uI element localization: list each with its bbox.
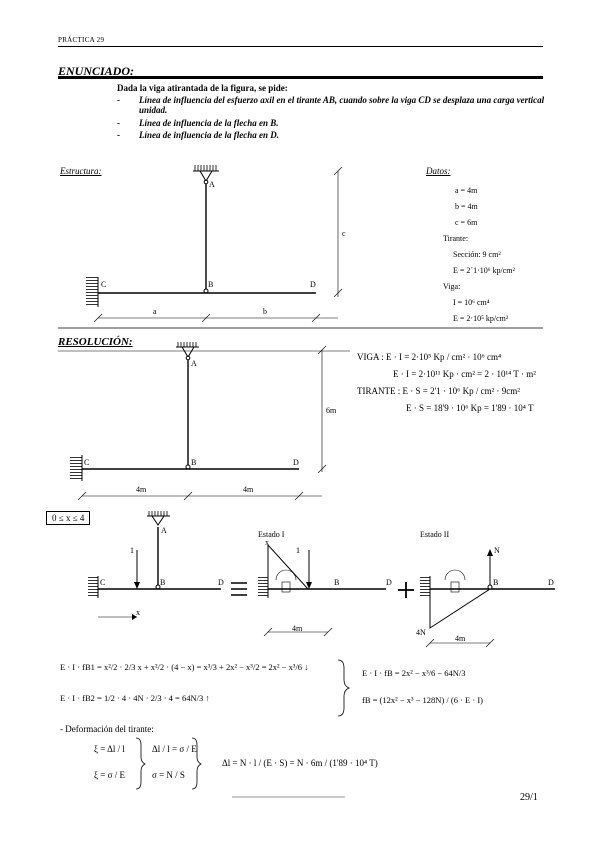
datos-line: E = 2·10⁵ kp/cm² [453,314,509,323]
n-label: N [494,546,500,555]
point-d-label: D [310,280,316,289]
case-estado-1 [258,543,414,637]
eq-viga-2: E · I = 2·10¹¹ Kp · cm² = 2 · 10¹⁴ T · m… [393,369,536,379]
eq-viga-1: VIGA : E · I = 2·10⁵ Kp / cm² · 10⁶ cm⁴ [357,352,502,362]
e1-length: 4m [292,624,303,633]
e2-length: 4m [455,634,466,643]
x-label-e1: x [265,538,269,547]
e1-point-d: D [386,578,392,587]
datos-line: E = 2´1·10⁶ kp/cm² [453,266,515,275]
res-span1: 4m [136,485,147,494]
res-point-d: D [293,458,299,467]
point-b-label: B [208,280,214,289]
datos-line: Sección: 9 cm² [453,250,501,259]
enunciado-text: Dada la viga atirantada de la figura, se… [117,83,547,142]
eq-strain-2: ξ = σ / E [94,770,125,780]
case-point-b: B [160,578,166,587]
load-label-e1: 1 [296,546,300,555]
datos-line: a = 4m [455,186,478,195]
eq-stress: σ = N / S [152,770,185,780]
enunciado-item: Línea de influencia del esfuerzo axil en… [117,95,547,116]
res-height: 6m [326,406,337,415]
case-point-a: A [161,526,167,535]
deform-title: - Deformación del tirante: [60,724,154,734]
point-c-label: C [101,280,107,289]
e1-point-b: B [334,578,340,587]
eq-fb1: E · I · fB1 = x²/2 · 2/3 x + x²/2 · (4 −… [60,662,309,672]
dim-a-label: a [153,307,157,316]
datos-line: I = 10⁶ cm⁴ [453,298,490,307]
load-label: 1 [130,546,134,555]
enunciado-title: ENUNCIADO: [58,64,135,78]
resolucion-title: RESOLUCIÓN: [58,336,133,348]
eq-hooke: Δl / l = σ / E [152,744,197,754]
datos-line: Tirante: [443,234,469,243]
datos-line: b = 4m [455,202,478,211]
datos-line: c = 6m [455,218,478,227]
header-rule [58,46,543,47]
eq-fb2: E · I · fB2 = 1/2 · 4 · 4N · 2/3 · 4 = 6… [60,693,210,703]
enunciado-items: Línea de influencia del esfuerzo axil en… [117,95,547,141]
res-point-a: A [191,359,197,368]
datos-line: Viga: [443,282,461,291]
eq-tirante-1: TIRANTE : E · S = 2'1 · 10⁶ Kp / cm² · 9… [357,386,520,396]
e2-point-b: B [493,578,499,587]
case-left [88,511,247,620]
structure-diagram [86,165,343,323]
eq-fb: E · I · fB = 2x² − x³/6 − 64N/3 [362,668,466,678]
point-a-label: A [209,180,215,189]
practice-header: PRÁCTICA 29 [58,36,105,44]
dim-c-label: c [342,229,346,238]
res-point-b: B [191,458,197,467]
enunciado-rule [58,76,543,79]
case-point-d: D [218,578,224,587]
eq-elongation: Δl = N · l / (E · S) = N · 6m / (1'89 · … [222,758,378,768]
structure-label: Estructura: [60,166,102,176]
range-box: 0 ≤ x ≤ 4 [46,511,91,525]
eq-fb-result: fB = (12x² − x³ − 128N) / (6 · E · I) [362,695,483,705]
eq-strain-1: ξ = Δl / l [94,744,125,754]
x-label: x [136,608,140,617]
e2-point-d: D [548,578,554,587]
enunciado-item: Línea de influencia de la flecha en D. [117,130,547,141]
enunciado-intro: Dada la viga atirantada de la figura, se… [117,83,288,93]
datos-label: Datos: [426,166,451,176]
datos-list: a = 4m b = 4m c = 6m Tirante: Sección: 9… [443,183,515,327]
case-estado-2 [420,549,555,648]
estado1-label: Estado I [258,530,285,539]
res-span2: 4m [243,485,254,494]
resolution-diagram [70,342,327,501]
dim-b-label: b [263,307,267,316]
res-point-c: C [84,458,90,467]
case-point-c: C [100,578,106,587]
page-number: 29/1 [520,792,538,803]
n4-label: 4N [416,628,426,637]
enunciado-item: Línea de influencia de la flecha en B. [117,118,547,129]
eq-tirante-2: E · S = 18'9 · 10⁶ Kp = 1'89 · 10⁴ T [406,403,534,413]
estado2-label: Estado II [420,530,450,539]
